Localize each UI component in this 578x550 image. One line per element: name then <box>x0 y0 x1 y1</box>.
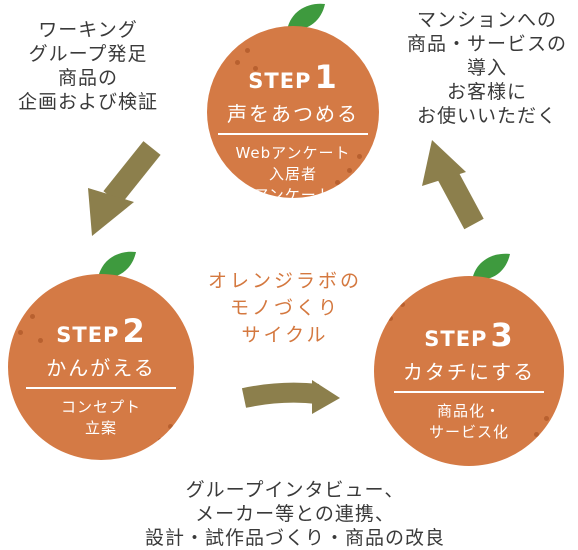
note-bottom-line: メーカー等との連携、 <box>195 503 395 525</box>
cycle-title: オレンジラボの モノづくり サイクル <box>185 268 385 349</box>
step1-divider <box>218 133 368 135</box>
step1-orange: STEP1 声をあつめる Webアンケート 入居者 アンケート <box>207 26 379 198</box>
note-right-line: お使いいただく <box>416 105 557 127</box>
step2-desc: コンセプト 立案 <box>60 398 141 437</box>
step3-title: カタチにする <box>402 360 536 384</box>
step1-label: STEP1 <box>248 58 338 96</box>
note-right-line: 導入 <box>466 57 507 79</box>
cycle-title-line: モノづくり <box>229 297 340 319</box>
step1-orange-group: STEP1 声をあつめる Webアンケート 入居者 アンケート <box>201 0 385 240</box>
step2-label: STEP2 <box>56 312 146 350</box>
note-right: マンションへの 商品・サービスの 導入 お客様に お使いいただく <box>396 8 578 128</box>
note-left-line: 企画および検証 <box>17 91 158 113</box>
note-bottom-line: グループインタビュー、 <box>185 479 405 501</box>
note-right-line: お客様に <box>446 81 527 103</box>
note-bottom-line: 設計・試作品づくり・商品の改良 <box>144 527 445 549</box>
note-left-line: ワーキング <box>38 19 138 41</box>
step1-title: 声をあつめる <box>227 102 359 126</box>
step3-desc: 商品化・ サービス化 <box>428 402 509 441</box>
cycle-title-line: サイクル <box>241 324 329 346</box>
step3-label: STEP3 <box>424 316 514 354</box>
leaf-icon <box>98 251 136 279</box>
arrow-left-icon <box>88 141 161 236</box>
note-left-line: グループ発足 <box>28 43 148 65</box>
step2-divider <box>26 387 176 389</box>
step2-orange-group: STEP2 かんがえる コンセプト 立案 <box>0 250 200 490</box>
note-right-line: マンションへの <box>416 9 557 31</box>
note-left: ワーキング グループ発足 商品の 企画および検証 <box>0 18 176 114</box>
leaf-icon <box>472 253 510 281</box>
cycle-title-line: オレンジラボの <box>207 270 362 292</box>
note-bottom: グループインタビュー、 メーカー等との連携、 設計・試作品づくり・商品の改良 <box>110 478 480 550</box>
step3-orange: STEP3 カタチにする 商品化・ サービス化 <box>374 276 564 466</box>
step1-desc: Webアンケート 入居者 アンケート <box>235 144 351 198</box>
note-right-line: 商品・サービスの <box>406 33 567 55</box>
note-left-line: 商品の <box>57 67 118 89</box>
step3-orange-group: STEP3 カタチにする 商品化・ サービス化 <box>370 250 578 490</box>
leaf-icon <box>287 3 325 31</box>
arrow-bottom-icon <box>241 380 340 414</box>
step2-orange: STEP2 かんがえる コンセプト 立案 <box>8 274 194 460</box>
step3-divider <box>394 391 544 393</box>
step2-title: かんがえる <box>46 356 156 380</box>
arrow-right-icon <box>422 140 484 230</box>
